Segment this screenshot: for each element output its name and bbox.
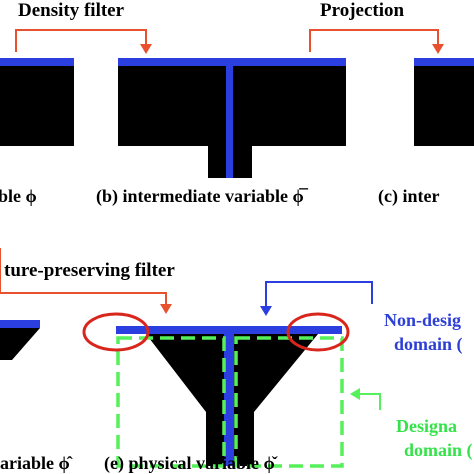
non-design-domain-label-line2: domain ( [394,334,463,355]
panel-a-structure [0,58,74,146]
projection-label: Projection [320,0,404,21]
highlight-circle-left [82,312,150,352]
caption-b: (b) intermediate variable ϕ̅ [96,186,309,207]
projection-arrow [309,29,444,54]
panel-b-structure [118,58,346,178]
structure-preserving-filter-label: ture-preserving filter [4,260,175,281]
design-domain-arrow [350,388,381,410]
design-domain-label-line1: Designa [396,416,457,436]
non-design-domain-label-line1: Non-desig [384,310,461,330]
caption-c: (c) inter [378,186,439,207]
design-domain-label-line2: domain ( [404,440,473,461]
panel-e-structure [116,326,342,466]
structure-preserving-filter-arrow [0,248,172,314]
caption-e: (e) physical variable ϕ̌ [104,453,278,474]
panel-c-structure [414,58,474,146]
density-filter-arrow [15,29,152,54]
highlight-circle-right [286,312,350,352]
caption-a: ble ϕ [0,186,37,206]
density-filter-label: Density filter [18,0,125,21]
non-design-domain-arrow [260,281,373,316]
caption-d: ariable ϕ̂ [0,453,73,473]
panel-d-structure [0,320,40,360]
